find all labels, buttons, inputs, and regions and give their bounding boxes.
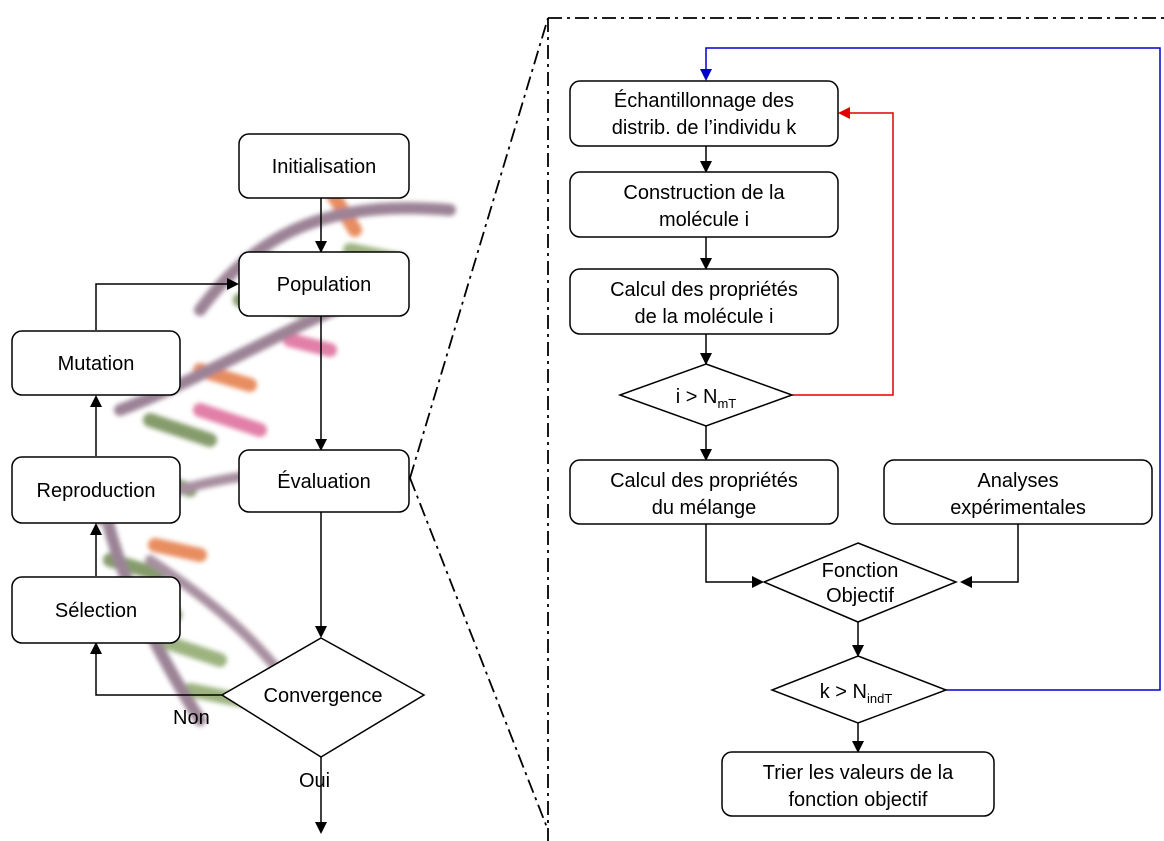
convergence-label: Convergence [264,685,383,707]
node-population: Population [238,251,410,317]
condition-k-label: k > NindT [820,681,893,706]
node-mutation: Mutation [11,330,181,396]
calc-mixture-line2: du mélange [652,497,757,519]
population-label: Population [277,274,372,296]
oui-label: Oui [299,770,330,792]
node-condition-k: k > NindT [769,655,949,724]
reproduction-label: Reproduction [37,480,156,502]
selection-label: Sélection [55,600,137,622]
calc-mixture-line1: Calcul des propriétés [610,470,798,492]
experimental-line1: Analyses [977,470,1058,492]
mutation-label: Mutation [58,353,135,375]
node-calc-molecule: Calcul des propriétés de la molécule i [569,268,839,335]
zoom-connector [409,17,1164,841]
construction-line2: molécule i [659,209,749,231]
node-experimental: Analyses expérimentales [883,459,1153,525]
node-initialisation: Initialisation [238,133,410,199]
inner-loop-arrow [792,107,894,396]
objective-line1: Fonction [822,560,899,582]
node-objective: Fonction Objectif [762,542,959,623]
node-condition-i: i > NmT [617,363,795,427]
evaluation-label: Évaluation [277,470,370,493]
node-sampling: Échantillonnage des distrib. de l’indivi… [569,80,839,147]
node-selection: Sélection [11,576,181,644]
condition-i-label: i > NmT [676,386,737,411]
objective-line2: Objectif [826,585,894,607]
construction-line1: Construction de la [623,182,785,204]
sampling-line1: Échantillonnage des [614,89,794,112]
initialisation-label: Initialisation [272,156,377,178]
experimental-line2: expérimentales [950,497,1086,519]
sort-line2: fonction objectif [789,789,928,811]
node-construction: Construction de la molécule i [569,171,839,238]
node-calc-mixture: Calcul des propriétés du mélange [569,459,839,525]
calc-molecule-line1: Calcul des propriétés [610,279,798,301]
node-evaluation: Évaluation [238,449,410,513]
node-sort: Trier les valeurs de la fonction objecti… [721,751,995,817]
sort-line1: Trier les valeurs de la [763,762,954,784]
sampling-line2: distrib. de l’individu k [612,117,798,139]
node-reproduction: Reproduction [11,456,181,524]
outer-loop-arrow [700,47,1161,691]
node-convergence: Convergence [220,637,426,758]
non-label: Non [173,707,210,729]
right-flow-connectors [700,47,1161,753]
calc-molecule-line2: de la molécule i [635,306,774,328]
